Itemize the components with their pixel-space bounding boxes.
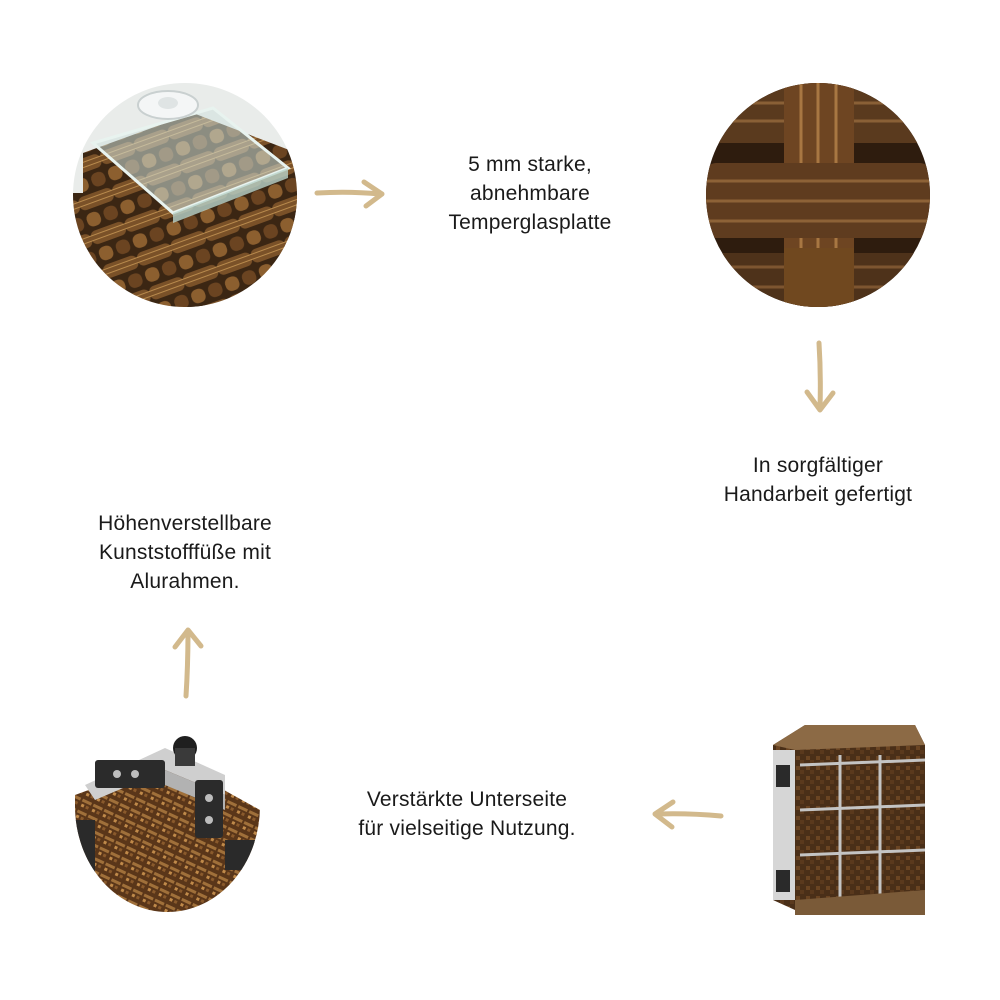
rattan-weave-image xyxy=(706,83,930,307)
feature-caption-glass-top: 5 mm starke, abnehmbare Temperglasplatte xyxy=(405,150,655,237)
caption-line: Kunststofffüße mit xyxy=(98,541,272,564)
arrow-up-icon xyxy=(168,625,208,700)
caption-line: Temperglasplatte xyxy=(448,211,612,234)
feature-caption-adjustable-feet: Höhenverstellbare Kunststofffüße mit Alu… xyxy=(55,509,315,596)
glass-top-photo xyxy=(73,83,297,307)
adjustable-feet-image xyxy=(75,700,260,912)
caption-line: Handarbeit gefertigt xyxy=(723,483,913,506)
caption-line: 5 mm starke, xyxy=(468,153,592,176)
reinforced-bottom-photo xyxy=(765,725,935,915)
arrow-down-icon xyxy=(800,340,840,415)
glass-top-image xyxy=(73,83,297,307)
feature-caption-reinforced-bottom: Verstärkte Unterseite für vielseitige Nu… xyxy=(322,785,612,843)
arrow-left-icon xyxy=(651,797,725,833)
caption-line: Höhenverstellbare xyxy=(98,512,272,535)
rattan-weave-photo xyxy=(706,83,930,307)
caption-line: Verstärkte Unterseite xyxy=(366,788,568,811)
caption-line: Alurahmen. xyxy=(130,570,240,593)
feature-caption-handcrafted: In sorgfältiger Handarbeit gefertigt xyxy=(688,451,948,509)
caption-line: für vielseitige Nutzung. xyxy=(358,817,576,840)
adjustable-feet-photo xyxy=(75,700,260,912)
arrow-right-icon xyxy=(314,176,386,212)
caption-line: abnehmbare xyxy=(470,182,590,205)
reinforced-bottom-image xyxy=(765,725,935,915)
caption-line: In sorgfältiger xyxy=(752,454,884,477)
